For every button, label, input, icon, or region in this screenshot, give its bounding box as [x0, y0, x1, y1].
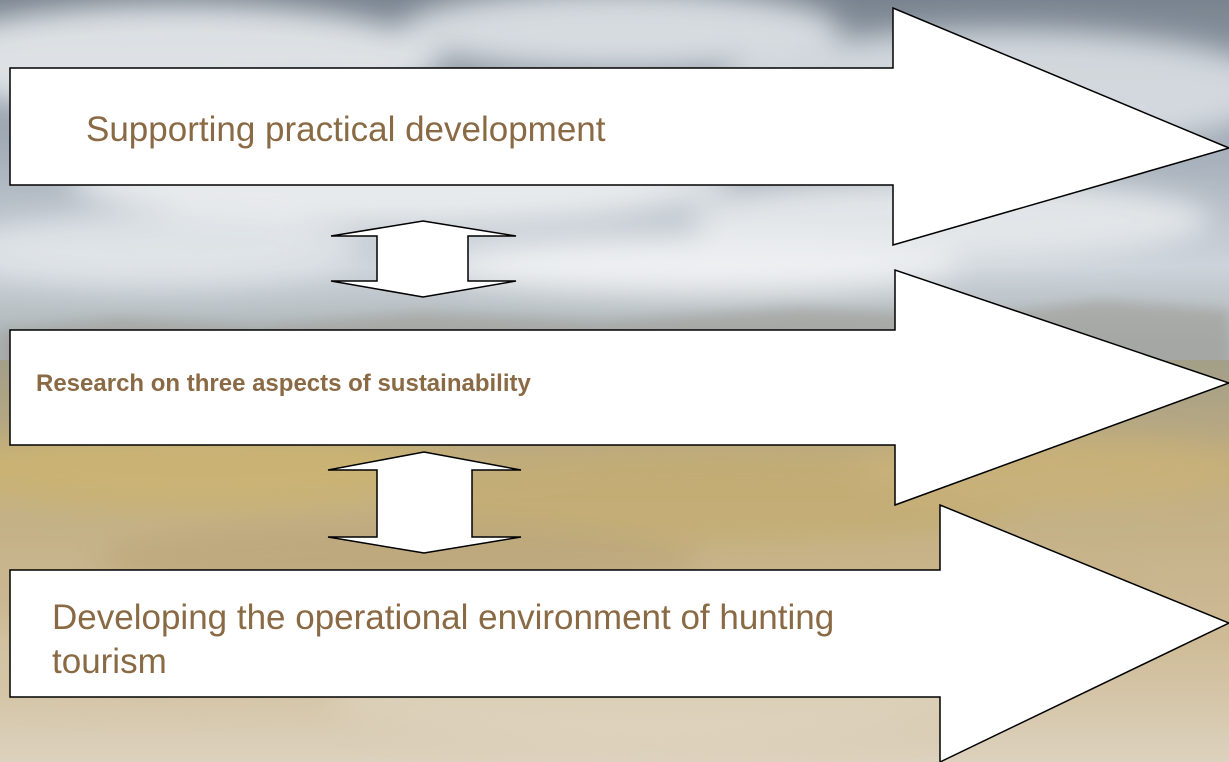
arrow-middle [9, 268, 1229, 507]
arrow-middle-label: Research on three aspects of sustainabil… [36, 370, 531, 397]
arrow-top-label: Supporting practical development [86, 110, 606, 149]
double-arrow-connector-1 [330, 220, 517, 298]
arrow-bottom-label: Developing the operational environment o… [52, 598, 835, 681]
arrow-top [9, 6, 1229, 246]
arrow-bottom [9, 503, 1229, 762]
double-arrow-connector-2 [327, 451, 522, 554]
